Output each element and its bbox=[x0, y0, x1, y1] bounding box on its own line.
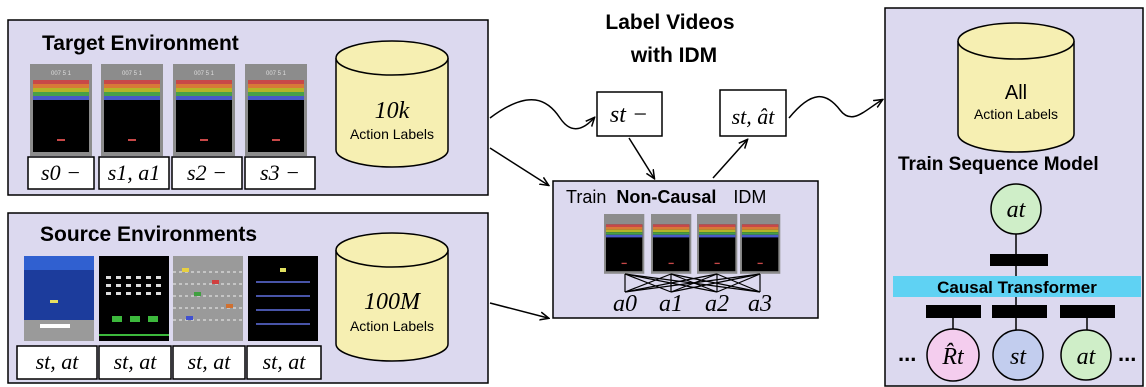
source-environments-panel: Source Environments bbox=[7, 212, 489, 384]
label-videos-heading-2: with IDM bbox=[630, 44, 717, 67]
target-database-icon: 10k Action Labels bbox=[335, 40, 449, 168]
target-labels: s0 − s1, a1 s2 − s3 − bbox=[27, 156, 316, 190]
state-box-text: st − bbox=[610, 102, 648, 128]
source-label-0: st, at bbox=[36, 349, 80, 374]
target-db-label: Action Labels bbox=[350, 126, 434, 142]
source-database-icon: 100M Action Labels bbox=[335, 232, 449, 362]
idm-title-prefix: Train bbox=[566, 187, 606, 207]
idm-action-3: a3 bbox=[748, 291, 772, 317]
labeled-box-text: st, ât bbox=[732, 104, 776, 129]
source-db-label: Action Labels bbox=[350, 318, 434, 334]
arrow-target-to-state bbox=[489, 99, 594, 130]
label-videos-section: Label Videos with IDM st − st, ât Train … bbox=[552, 11, 819, 319]
source-env-title: Source Environments bbox=[40, 223, 257, 246]
all-db-label: Action Labels bbox=[974, 106, 1058, 122]
target-frame-3: 007 5 1 bbox=[245, 64, 307, 156]
idm-action-0: a0 bbox=[613, 291, 637, 317]
source-frame-beamrider bbox=[248, 256, 318, 341]
target-label-2: s2 − bbox=[187, 160, 227, 185]
target-frames: 007 5 1 007 5 1 007 5 1 007 5 1 bbox=[30, 64, 307, 156]
target-label-0: s0 − bbox=[41, 160, 81, 185]
state-box bbox=[596, 91, 663, 137]
target-env-title: Target Environment bbox=[42, 32, 239, 55]
state-token-circle bbox=[992, 329, 1044, 381]
source-db-value: 100M bbox=[364, 289, 422, 315]
idm-action-1: a1 bbox=[659, 291, 683, 317]
target-label-1: s1, a1 bbox=[108, 160, 161, 185]
action-token-circle bbox=[1060, 329, 1112, 381]
ellipsis-right: ... bbox=[1118, 341, 1136, 366]
output-embedding-bar bbox=[990, 254, 1048, 266]
source-frame-freeway bbox=[173, 256, 243, 341]
source-label-2: st, at bbox=[188, 349, 232, 374]
idm-frame-0 bbox=[604, 214, 645, 274]
target-environment-panel: Target Environment 007 5 1 007 5 1 007 5… bbox=[7, 19, 489, 196]
idm-frame-1 bbox=[651, 214, 692, 274]
action-token-label: at bbox=[1077, 344, 1097, 370]
source-frames bbox=[24, 256, 318, 341]
arrow-idm-to-labeled bbox=[712, 140, 747, 179]
idm-connections bbox=[624, 273, 761, 293]
svg-text:007 5 1: 007 5 1 bbox=[266, 71, 287, 77]
flow-arrows bbox=[489, 95, 882, 318]
idm-frame-3 bbox=[740, 214, 781, 274]
idm-frame-2 bbox=[697, 214, 738, 274]
svg-text:007 5 1: 007 5 1 bbox=[122, 71, 143, 77]
idm-title-bold: Non-Causal bbox=[616, 187, 716, 207]
return-token-label: R̂t bbox=[941, 343, 965, 370]
svg-text:Train Non-Causal: Train Non-Causal IDM bbox=[566, 187, 766, 207]
causal-transformer-bar bbox=[893, 276, 1141, 297]
sequence-model-panel: All Action Labels Train Sequence Model a… bbox=[884, 7, 1144, 387]
input-embedding-bar-1 bbox=[992, 305, 1047, 318]
source-frame-seaquest bbox=[24, 256, 94, 341]
idm-title-suffix: IDM bbox=[733, 187, 766, 207]
svg-text:007 5 1: 007 5 1 bbox=[194, 71, 215, 77]
arrow-target-to-idm bbox=[489, 147, 548, 185]
idm-action-2: a2 bbox=[705, 291, 729, 317]
label-videos-heading-1: Label Videos bbox=[605, 11, 734, 34]
input-embedding-bar-2 bbox=[1060, 305, 1115, 318]
arrow-state-to-idm bbox=[628, 137, 654, 178]
target-frame-2: 007 5 1 bbox=[173, 64, 235, 156]
source-label-1: st, at bbox=[114, 349, 158, 374]
all-db-value: All bbox=[1005, 82, 1027, 104]
labeled-box bbox=[719, 89, 787, 137]
target-label-3: s3 − bbox=[260, 160, 300, 185]
input-embedding-bar-0 bbox=[926, 305, 981, 318]
target-db-value: 10k bbox=[375, 98, 410, 124]
output-token-label: at bbox=[1007, 197, 1027, 223]
source-labels: st, at st, at st, at st, at bbox=[16, 345, 322, 380]
all-database-icon: All Action Labels bbox=[957, 22, 1075, 153]
target-frame-1: 007 5 1 bbox=[101, 64, 163, 156]
source-frame-space-invaders bbox=[99, 256, 169, 341]
sequence-model-title: Train Sequence Model bbox=[898, 154, 1099, 175]
arrow-labeled-to-all bbox=[788, 95, 882, 119]
arrow-source-to-idm bbox=[489, 302, 548, 318]
svg-text:007 5 1: 007 5 1 bbox=[51, 71, 72, 77]
target-frame-0: 007 5 1 bbox=[30, 64, 92, 156]
ellipsis-left: ... bbox=[898, 341, 916, 366]
state-token-label: st bbox=[1010, 344, 1027, 370]
return-token-circle bbox=[926, 328, 980, 382]
idm-panel: Train Non-Causal IDM a0 a1 a2 a3 bbox=[552, 180, 819, 319]
causal-transformer-label: Causal Transformer bbox=[937, 278, 1097, 297]
source-label-3: st, at bbox=[263, 349, 307, 374]
